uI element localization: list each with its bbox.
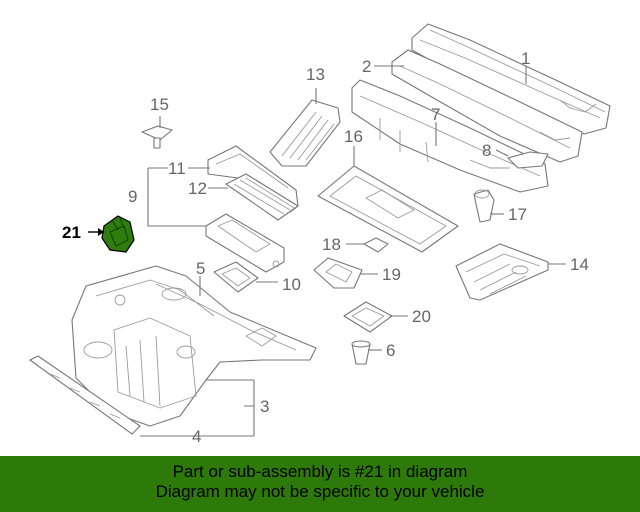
callout-19: 19 bbox=[382, 265, 401, 284]
part-15-clip bbox=[141, 125, 173, 149]
callout-14: 14 bbox=[570, 255, 589, 274]
callout-3: 3 bbox=[260, 397, 269, 416]
part-10-frame bbox=[213, 261, 259, 293]
callout-16: 16 bbox=[344, 127, 363, 146]
callout-15: 15 bbox=[150, 95, 169, 114]
callout-1: 1 bbox=[521, 49, 530, 68]
callout-10: 10 bbox=[282, 275, 301, 294]
part-2-cowl-panel bbox=[391, 49, 583, 163]
part-17-connector bbox=[473, 189, 495, 223]
callout-9: 9 bbox=[128, 187, 137, 206]
callout-8: 8 bbox=[482, 141, 491, 160]
part-16-insulator bbox=[317, 165, 459, 253]
part-12-filter bbox=[225, 173, 299, 221]
part-14-side-panel bbox=[455, 243, 549, 301]
callout-7: 7 bbox=[431, 105, 440, 124]
banner-part-note: Part or sub-assembly is #21 in diagram bbox=[172, 462, 468, 481]
banner-disclaimer: Diagram may not be specific to your vehi… bbox=[155, 482, 485, 501]
leader-lines bbox=[88, 65, 566, 437]
part-18-clip bbox=[363, 237, 389, 253]
callout-13: 13 bbox=[306, 65, 325, 84]
callout-18: 18 bbox=[322, 235, 341, 254]
callout-21-highlighted: 21 bbox=[62, 223, 81, 242]
part-3-dash-panel bbox=[71, 265, 317, 427]
callout-2: 2 bbox=[362, 57, 371, 76]
callout-6: 6 bbox=[386, 341, 395, 360]
callout-20: 20 bbox=[412, 307, 431, 326]
callout-11: 11 bbox=[168, 159, 186, 178]
part-9-housing bbox=[205, 213, 285, 273]
callout-4: 4 bbox=[192, 427, 201, 446]
part-20-plate bbox=[343, 301, 393, 333]
part-6-grommet bbox=[351, 340, 371, 365]
part-21-highlighted bbox=[101, 215, 135, 253]
callout-12: 12 bbox=[188, 179, 207, 198]
callout-5: 5 bbox=[196, 259, 205, 278]
info-banner: Part or sub-assembly is #21 in diagram D… bbox=[0, 456, 640, 512]
part-4-crossmember bbox=[29, 355, 141, 435]
callout-labels: 1 2 3 4 5 6 7 8 9 10 11 12 13 14 15 16 1… bbox=[62, 49, 589, 446]
part-19-bracket bbox=[313, 257, 363, 289]
callout-17: 17 bbox=[508, 205, 527, 224]
part-8-bracket bbox=[507, 151, 549, 169]
parts-diagram: 1 2 3 4 5 6 7 8 9 10 11 12 13 14 15 16 1… bbox=[29, 23, 611, 446]
part-13-trim-panel bbox=[269, 99, 341, 167]
